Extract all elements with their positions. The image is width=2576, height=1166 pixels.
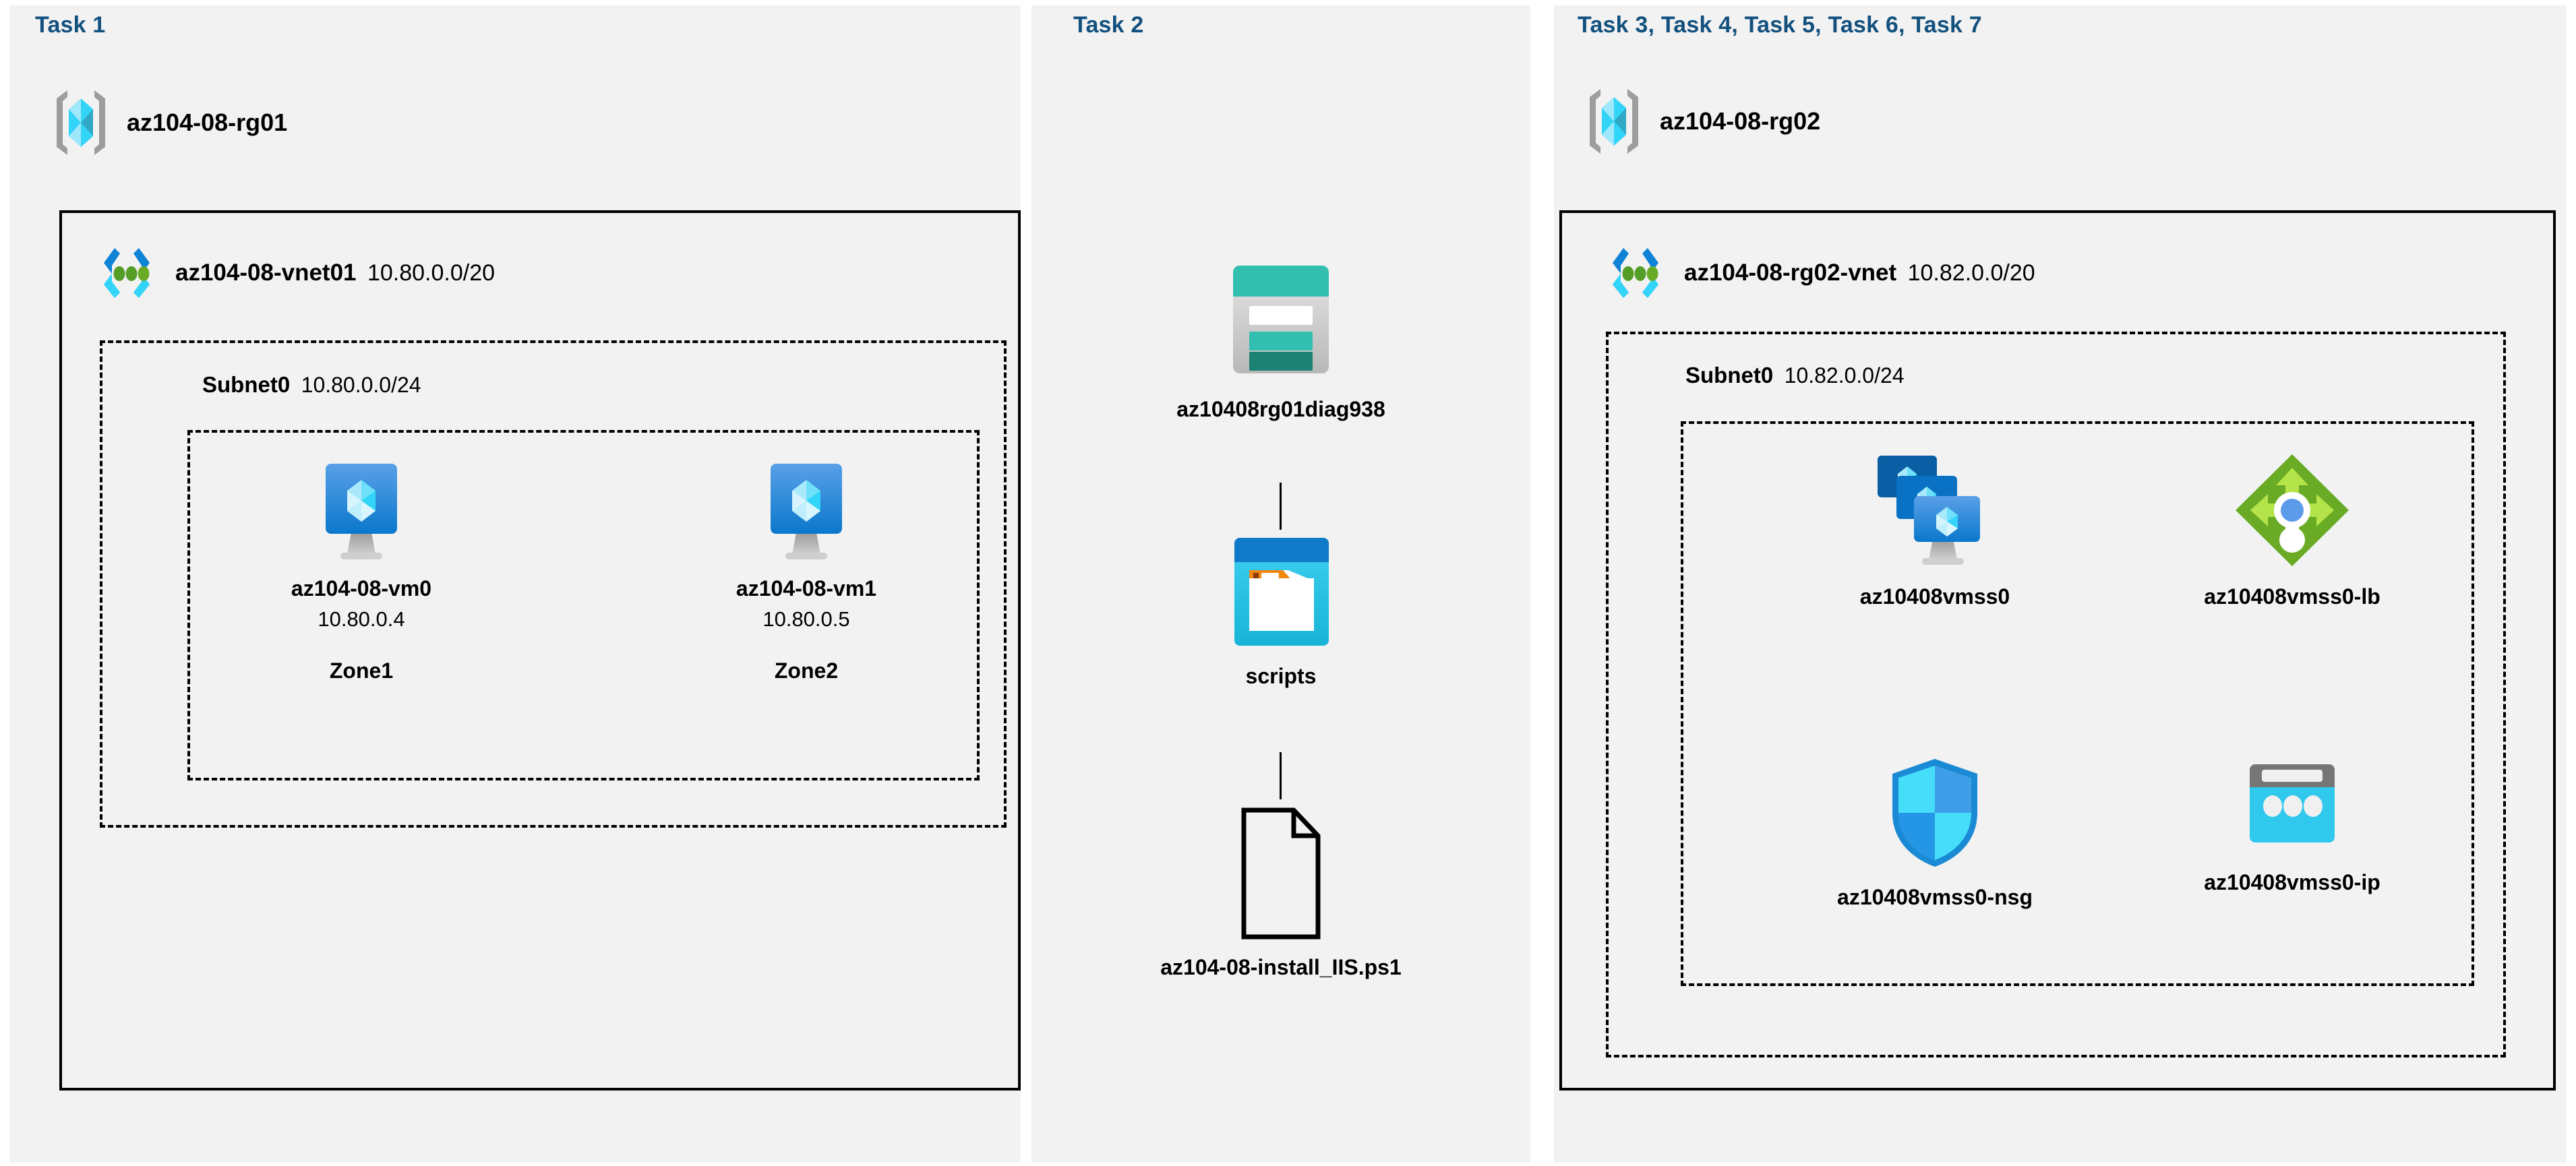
task3-title: Task 3, Task 4, Task 5, Task 6, Task 7 [1578, 12, 1982, 38]
load-balancer-node[interactable]: az10408vmss0-lb [2144, 450, 2440, 610]
task1-subnet-name: Subnet0 [202, 372, 291, 397]
storage-account-icon [1217, 262, 1345, 383]
task1-title: Task 1 [35, 12, 106, 38]
file-node[interactable]: az104-08-install_IIS.ps1 [1106, 806, 1456, 981]
vm-node-0-zone: Zone1 [329, 658, 394, 683]
task3-vnet-label-group: az104-08-rg02-vnet 10.82.0.0/20 [1684, 259, 2035, 286]
task1-resource-group-label: az104-08-rg01 [127, 109, 288, 136]
resource-group-icon [53, 88, 109, 158]
vm-node-0-name: az104-08-vm0 [291, 576, 432, 601]
vm-node-0[interactable]: az104-08-vm0 10.80.0.4 Zone1 [274, 460, 449, 683]
virtual-network-icon [1603, 244, 1668, 302]
virtual-network-icon [94, 244, 159, 302]
panel-task3-7 [1554, 5, 2567, 1163]
virtual-machine-icon [311, 460, 412, 562]
vm-node-1[interactable]: az104-08-vm1 10.80.0.5 Zone2 [719, 460, 894, 683]
task3-vnet-cidr: 10.82.0.0/20 [1907, 260, 2035, 286]
virtual-machine-icon [756, 460, 857, 562]
vm-node-1-ip: 10.80.0.5 [762, 607, 850, 632]
task1-subnet-cidr: 10.80.0.0/24 [301, 373, 421, 397]
blob-container-label: scripts [1245, 664, 1317, 688]
task1-subnet-box [100, 340, 1007, 828]
storage-account-label: az10408rg01diag938 [1176, 397, 1385, 421]
load-balancer-icon [2231, 450, 2353, 570]
resource-group-icon [1586, 86, 1642, 156]
nsg-node[interactable]: az10408vmss0-nsg [1787, 755, 2083, 911]
blob-container-node[interactable]: scripts [1146, 534, 1416, 689]
storage-account-node[interactable]: az10408rg01diag938 [1119, 262, 1443, 423]
task3-resource-group-label: az104-08-rg02 [1660, 107, 1821, 135]
task3-resource-group: az104-08-rg02 [1586, 86, 1820, 156]
vm-node-1-zone: Zone2 [774, 658, 839, 683]
public-ip-address-icon [2242, 755, 2343, 856]
panel-task1 [9, 5, 1021, 1163]
task1-vnet-cidr: 10.80.0.0/20 [367, 260, 496, 286]
task1-vnet-name: az104-08-vnet01 [175, 259, 357, 286]
vm-node-0-ip: 10.80.0.4 [318, 607, 405, 632]
vmss-node-label: az10408vmss0 [1859, 584, 2010, 609]
task3-vnet-name: az104-08-rg02-vnet [1684, 259, 1897, 286]
nsg-node-label: az10408vmss0-nsg [1837, 885, 2033, 909]
vm-scale-set-icon [1871, 450, 1999, 570]
task1-vnet-box [59, 210, 1021, 1091]
task1-resource-group: az104-08-rg01 [53, 88, 287, 158]
task3-subnet-header: Subnet0 10.82.0.0/24 [1685, 363, 1905, 388]
vmss-node[interactable]: az10408vmss0 [1787, 450, 2083, 610]
file-icon [1237, 806, 1325, 941]
storage-to-container-connector [1280, 483, 1282, 530]
task1-zone-box [187, 430, 980, 780]
task2-title: Task 2 [1073, 12, 1144, 38]
task3-vnet-box [1559, 210, 2556, 1091]
public-ip-node[interactable]: az10408vmss0-ip [2144, 755, 2440, 896]
container-to-file-connector [1280, 752, 1282, 799]
task3-subnet-name: Subnet0 [1685, 363, 1774, 388]
blob-container-icon [1220, 534, 1342, 650]
task1-vnet-header: az104-08-vnet01 10.80.0.0/20 [94, 244, 495, 302]
task3-inner-box [1681, 421, 2474, 986]
task3-subnet-box [1606, 332, 2506, 1057]
public-ip-node-label: az10408vmss0-ip [2204, 870, 2380, 894]
task3-subnet-cidr: 10.82.0.0/24 [1784, 363, 1905, 388]
task3-vnet-header: az104-08-rg02-vnet 10.82.0.0/20 [1603, 244, 2035, 302]
vm-node-1-name: az104-08-vm1 [736, 576, 877, 601]
network-security-group-icon [1884, 755, 1985, 871]
file-label: az104-08-install_IIS.ps1 [1160, 955, 1402, 979]
load-balancer-node-label: az10408vmss0-lb [2204, 584, 2380, 609]
task1-subnet-header: Subnet0 10.80.0.0/24 [202, 372, 421, 398]
task1-vnet-label-group: az104-08-vnet01 10.80.0.0/20 [175, 259, 495, 286]
